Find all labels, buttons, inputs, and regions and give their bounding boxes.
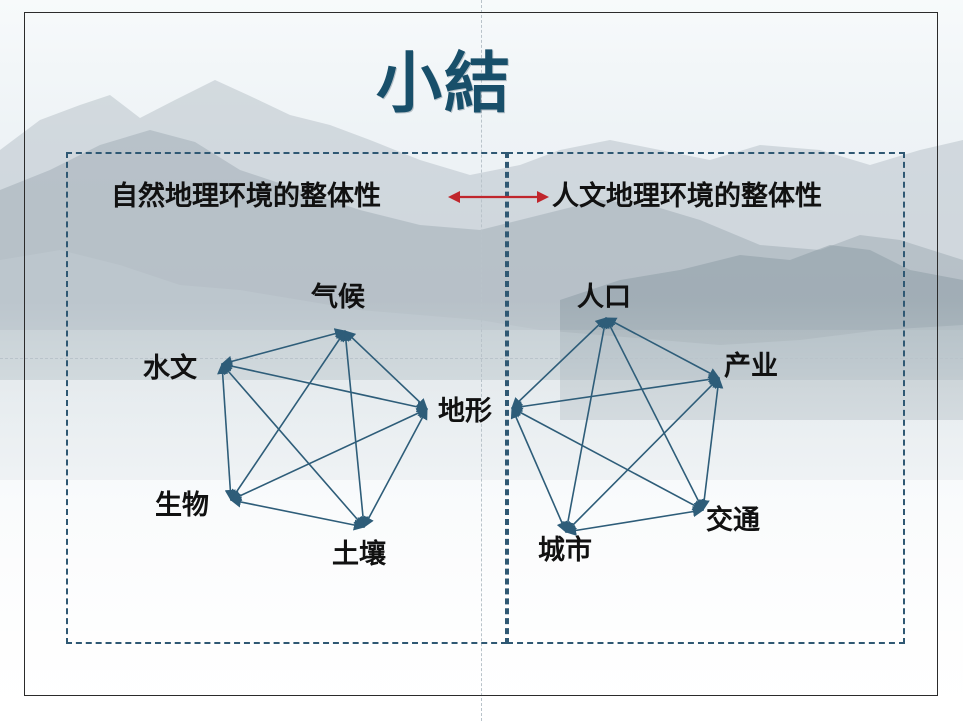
arrow-human-城市-地形: [512, 408, 566, 532]
node-industry: 产业: [724, 351, 778, 383]
arrow-natural-气候-地形: [345, 331, 427, 409]
node-soil: 土壤: [332, 539, 386, 571]
arrow-human-产业-城市: [566, 378, 719, 532]
arrow-natural-地形-水文: [222, 364, 427, 409]
node-transport: 交通: [706, 505, 760, 537]
arrow-human-人口-交通: [606, 318, 703, 510]
arrow-human-产业-地形: [512, 378, 719, 408]
node-hydrology: 水文: [143, 353, 197, 385]
arrow-human-交通-城市: [566, 510, 703, 532]
arrow-natural-地形-土壤: [364, 409, 427, 527]
node-city: 城市: [538, 535, 592, 567]
node-landform: 地形: [438, 396, 492, 428]
arrow-human-产业-交通: [703, 378, 719, 510]
node-climate: 气候: [311, 282, 365, 314]
arrow-natural-生物-水文: [222, 364, 231, 500]
arrow-human-人口-产业: [606, 318, 719, 378]
arrow-natural-气候-土壤: [345, 331, 364, 527]
node-population: 人口: [577, 282, 631, 314]
node-biology: 生物: [155, 490, 209, 522]
